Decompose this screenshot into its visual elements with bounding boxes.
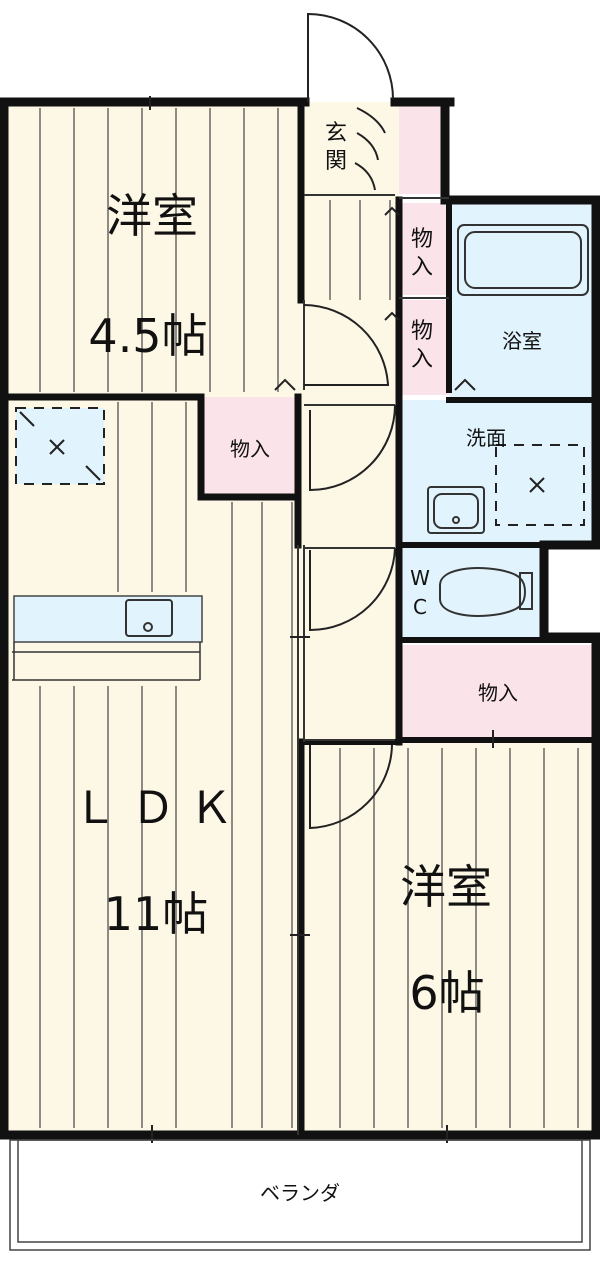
- storage-label-ldk: 物入: [230, 437, 270, 461]
- storage-top-2: [399, 203, 449, 295]
- ceiling-storage-ldk: [15, 407, 105, 485]
- storage-label-bottom: 物入: [478, 681, 518, 705]
- wash-basin-inner: [433, 493, 479, 529]
- bathtub: [457, 224, 589, 296]
- toilet-icon: [439, 567, 527, 617]
- partitions: [297, 194, 449, 1135]
- kitchen-sink: [125, 599, 173, 637]
- storage-label-v2-top: 物: [411, 319, 433, 344]
- ldk-size: 11帖: [104, 887, 209, 941]
- wash-basin: [427, 486, 485, 534]
- bathtub-inner: [464, 231, 582, 289]
- hallway-floor: [301, 102, 399, 742]
- ceiling-storage-wash: [495, 444, 585, 526]
- storage-top-1: [399, 102, 441, 194]
- room-bottom-size: 6帖: [409, 966, 484, 1020]
- storage-label-v2-bottom: 入: [411, 347, 433, 372]
- washroom-label: 洗面: [466, 426, 506, 450]
- ldk-door-1: [309, 404, 396, 492]
- kitchen-counter: [13, 595, 203, 643]
- storage-top-3: [399, 300, 449, 395]
- ldk-name: ＬＤＫ: [73, 783, 247, 834]
- walls: [0, 97, 600, 1140]
- entrance-door: [307, 12, 394, 102]
- storage-ldk: [201, 397, 298, 494]
- toilet-label-2: C: [413, 595, 427, 619]
- veranda-label: ベランダ: [260, 1181, 340, 1205]
- labels: 洋室 4.5帖 ＬＤＫ 11帖 洋室 6帖 玄 関 物 入 物 入 浴室 洗面 …: [73, 121, 542, 1205]
- entrance-closet-doors: [354, 107, 386, 191]
- room-top-door: [303, 304, 390, 386]
- western-room-top-floor: [8, 102, 301, 397]
- ldk-floor: [8, 397, 301, 1132]
- ldk-door-2: [309, 547, 396, 632]
- veranda: [9, 1139, 591, 1251]
- doors: [149, 12, 494, 1143]
- western-room-bottom-floor: [301, 742, 593, 1132]
- bath-label: 浴室: [502, 329, 542, 353]
- storage-bottom: [399, 645, 593, 737]
- room-bottom-name: 洋室: [400, 860, 492, 914]
- fixtures: [12, 224, 589, 681]
- entrance-label-2: 関: [325, 149, 347, 174]
- floor-board-lines: [39, 108, 579, 1128]
- ceiling-fixtures: [15, 407, 585, 526]
- room-top-name: 洋室: [106, 189, 198, 243]
- toilet-label-1: W: [410, 566, 430, 590]
- storage-label-v1-bottom: 入: [411, 255, 433, 280]
- toilet-floor: [399, 545, 544, 640]
- room-top-size: 4.5帖: [88, 309, 207, 363]
- room-bottom-door: [309, 744, 393, 830]
- entrance-label-1: 玄: [325, 121, 347, 146]
- storage-label-v1-top: 物: [411, 227, 433, 252]
